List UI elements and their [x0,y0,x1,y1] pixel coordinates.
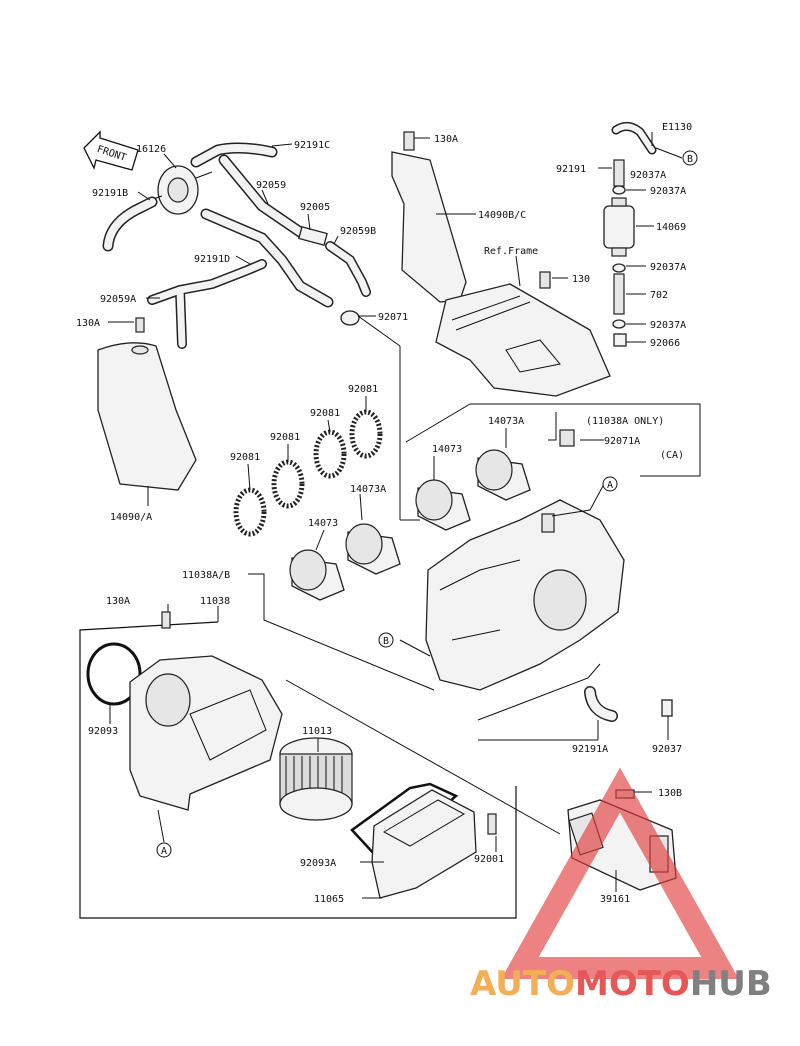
label-11038ab: 11038A/B [182,570,230,581]
gasket-92081-2 [271,459,305,509]
duct-14073a-upper [475,449,531,501]
clip-92037 [661,699,673,717]
marker-b-mid: B [378,632,394,648]
front-arrow-icon: FRONT [83,130,139,171]
label-92037a-4: 92037A [650,320,686,331]
watermark: AUTOMOTOHUB [470,767,772,1004]
label-14073-upper: 14073 [432,444,462,455]
label-92191b: 92191B [92,188,128,199]
label-92081-1: 92081 [230,452,260,463]
label-92191d: 92191D [194,254,230,265]
watermark-triangle-icon [501,767,739,979]
airbox-11038ab [425,429,625,691]
marker-a-bottom: A [156,842,172,858]
label-92001: 92001 [474,854,504,865]
label-14073a-mid: 14073A [350,484,386,495]
label-92037a-1: 92037A [630,170,666,181]
label-92093a: 92093A [300,858,336,869]
marker-b-mid-label: B [383,636,389,647]
cover-14090a [97,317,197,491]
label-ref-frame: Ref.Frame [484,246,538,257]
frame-section [435,271,611,397]
label-11038: 11038 [200,596,230,607]
label-92037a-3: 92037A [650,262,686,273]
duct-14073a-mid [345,523,401,575]
duct-14073-upper [415,479,471,531]
label-92059a: 92059A [100,294,136,305]
marker-a-right: A [602,476,618,492]
label-92059b: 92059B [340,226,376,237]
filter-element-11013 [279,737,353,821]
watermark-moto: MOTO [575,964,690,1004]
label-130b: 130B [658,788,682,799]
gasket-92081-4 [349,409,383,459]
label-702: 702 [650,290,668,301]
bracket-14090bc [391,131,467,303]
label-14073-mid: 14073 [308,518,338,529]
label-130a-top: 130A [434,134,458,145]
screw-92001 [487,813,497,835]
label-92071a: 92071A [604,436,640,447]
label-92081-4: 92081 [348,384,378,395]
marker-a-bottom-label: A [161,846,167,857]
label-ca: (CA) [660,450,684,461]
callout-box-11038 [79,621,517,919]
label-92081-3: 92081 [310,408,340,419]
label-14090a: 14090/A [110,512,152,523]
leader-lines [108,132,701,899]
label-92059: 92059 [256,180,286,191]
label-130: 130 [572,274,590,285]
label-14090bc: 14090B/C [478,210,526,221]
joint-92005 [298,226,328,246]
label-92093: 92093 [88,726,118,737]
label-16126: 16126 [136,144,166,155]
label-130a-box: 130A [106,596,130,607]
label-92037: 92037 [652,744,682,755]
valve-16126 [149,165,213,215]
hose-92059a [147,259,267,349]
label-92191a: 92191A [572,744,608,755]
label-92066: 92066 [650,338,680,349]
watermark-hub: HUB [690,964,772,1004]
marker-a-right-label: A [607,480,613,491]
marker-b-top: B [682,150,698,166]
label-14069: 14069 [656,222,686,233]
label-92071: 92071 [378,312,408,323]
cover-11065 [371,789,477,899]
grommet-92071 [340,310,360,326]
label-11065: 11065 [314,894,344,905]
label-39161: 39161 [600,894,630,905]
gasket-92081-1 [233,487,267,537]
label-92191: 92191 [556,164,586,175]
label-92037a-2: 92037A [650,186,686,197]
gasket-92081-3 [313,429,347,479]
label-92005: 92005 [300,202,330,213]
duct-14073-mid [289,549,345,601]
label-92081-2: 92081 [270,432,300,443]
label-92191c: 92191C [294,140,330,151]
case-11038 [129,611,283,811]
label-14073a-upper: 14073A [488,416,524,427]
label-130a-left: 130A [76,318,100,329]
part-labels: 16126 92191C 92191B 92059 92005 92059B 9… [76,122,692,905]
label-11038a-only: (11038A ONLY) [586,416,664,427]
filter-assembly [603,122,657,347]
label-11013: 11013 [302,726,332,737]
watermark-text: AUTOMOTOHUB [470,964,772,1004]
watermark-auto: AUTO [470,964,575,1004]
label-e1130: E1130 [662,122,692,133]
marker-b-top-label: B [687,154,693,165]
